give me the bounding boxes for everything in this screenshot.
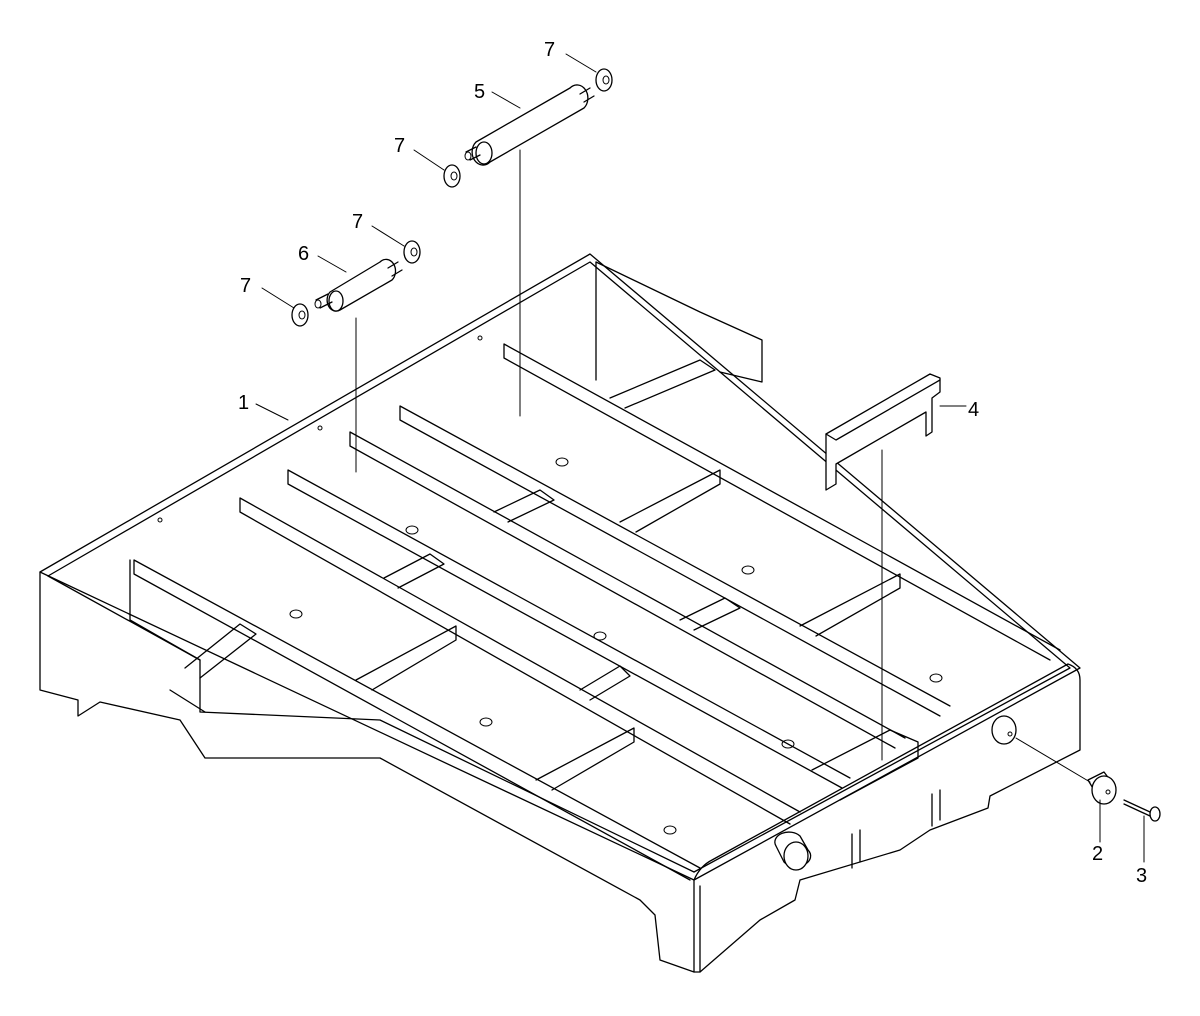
- tray-body: [39, 253, 1081, 973]
- washer-d: [291, 303, 309, 327]
- washer-c: [403, 240, 421, 264]
- washer-b: [443, 164, 461, 188]
- screw-part-3: [1123, 799, 1161, 822]
- callout-7-d: 7: [240, 275, 251, 297]
- foot-bumper-rear: [991, 715, 1017, 745]
- callout-5: 5: [474, 81, 485, 103]
- callout-1: 1: [238, 392, 249, 414]
- callout-6: 6: [298, 243, 309, 265]
- callout-7-c: 7: [352, 211, 363, 233]
- callout-4: 4: [968, 399, 979, 421]
- callout-7-a: 7: [544, 39, 555, 61]
- roller-part-6: [314, 258, 403, 312]
- callout-2: 2: [1092, 843, 1103, 865]
- foot-bumper-front: [774, 831, 812, 871]
- foot-part-2: [1087, 771, 1117, 805]
- callout-7-b: 7: [394, 135, 405, 157]
- tray-ribs: [133, 343, 1061, 881]
- roller-part-5: [464, 84, 595, 166]
- washer-a: [595, 68, 613, 92]
- callout-3: 3: [1136, 865, 1147, 887]
- leader-lines: [255, 53, 1145, 863]
- guide-part-4: [825, 373, 941, 491]
